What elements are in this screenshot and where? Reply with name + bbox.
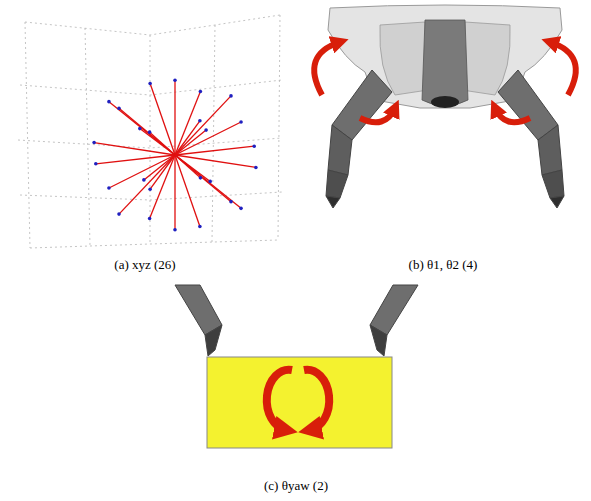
direction-ray	[174, 80, 175, 155]
direction-tip	[92, 141, 96, 145]
direction-ray	[119, 155, 175, 214]
direction-tip	[173, 228, 177, 232]
direction-tip	[239, 207, 243, 211]
direction-ray	[175, 122, 241, 155]
robot-right-arm	[498, 70, 564, 208]
direction-tip	[229, 94, 233, 98]
rotation-arrows	[314, 42, 576, 122]
direction-ray	[175, 155, 256, 167]
robot-left-arm	[326, 70, 392, 208]
direction-ray	[174, 155, 175, 230]
subfigure-caption: (a) xyz (26)	[112, 257, 177, 273]
direction-ray	[96, 155, 175, 164]
direction-tip	[142, 178, 146, 182]
direction-tip	[138, 127, 142, 131]
grid-lines	[18, 15, 282, 248]
direction-tip	[208, 180, 212, 184]
direction-ray	[175, 146, 254, 155]
yellow-object	[207, 357, 392, 448]
subfigure-caption: (c) θyaw (2)	[262, 478, 330, 494]
direction-tip	[148, 130, 152, 134]
direction-tip	[199, 90, 203, 94]
direction-tip	[148, 82, 152, 86]
direction-ray	[175, 96, 231, 155]
direction-tip	[199, 176, 203, 180]
direction-ray	[140, 129, 175, 155]
direction-tip	[198, 119, 202, 123]
direction-tip	[148, 217, 152, 221]
direction-tip	[239, 120, 243, 124]
subfigure-caption: (b) θ1, θ2 (4)	[407, 257, 480, 273]
direction-tip	[204, 128, 208, 132]
direction-ray	[150, 155, 175, 189]
direction-ray	[175, 91, 200, 155]
gripper-left	[175, 285, 222, 356]
direction-tip	[94, 162, 98, 166]
direction-tip	[229, 200, 233, 204]
direction-tip	[107, 186, 111, 190]
direction-ray	[150, 83, 175, 155]
direction-tip	[117, 212, 121, 216]
direction-ray	[109, 155, 175, 188]
direction-tip	[198, 225, 202, 229]
direction-star	[92, 78, 257, 231]
gripper-right	[370, 285, 418, 356]
direction-tip	[117, 107, 121, 111]
yaw-arrows	[267, 370, 329, 430]
direction-tip	[173, 78, 177, 82]
direction-tip	[148, 187, 152, 191]
direction-tip	[252, 144, 256, 148]
direction-tip	[107, 100, 111, 104]
direction-tip	[254, 166, 258, 170]
